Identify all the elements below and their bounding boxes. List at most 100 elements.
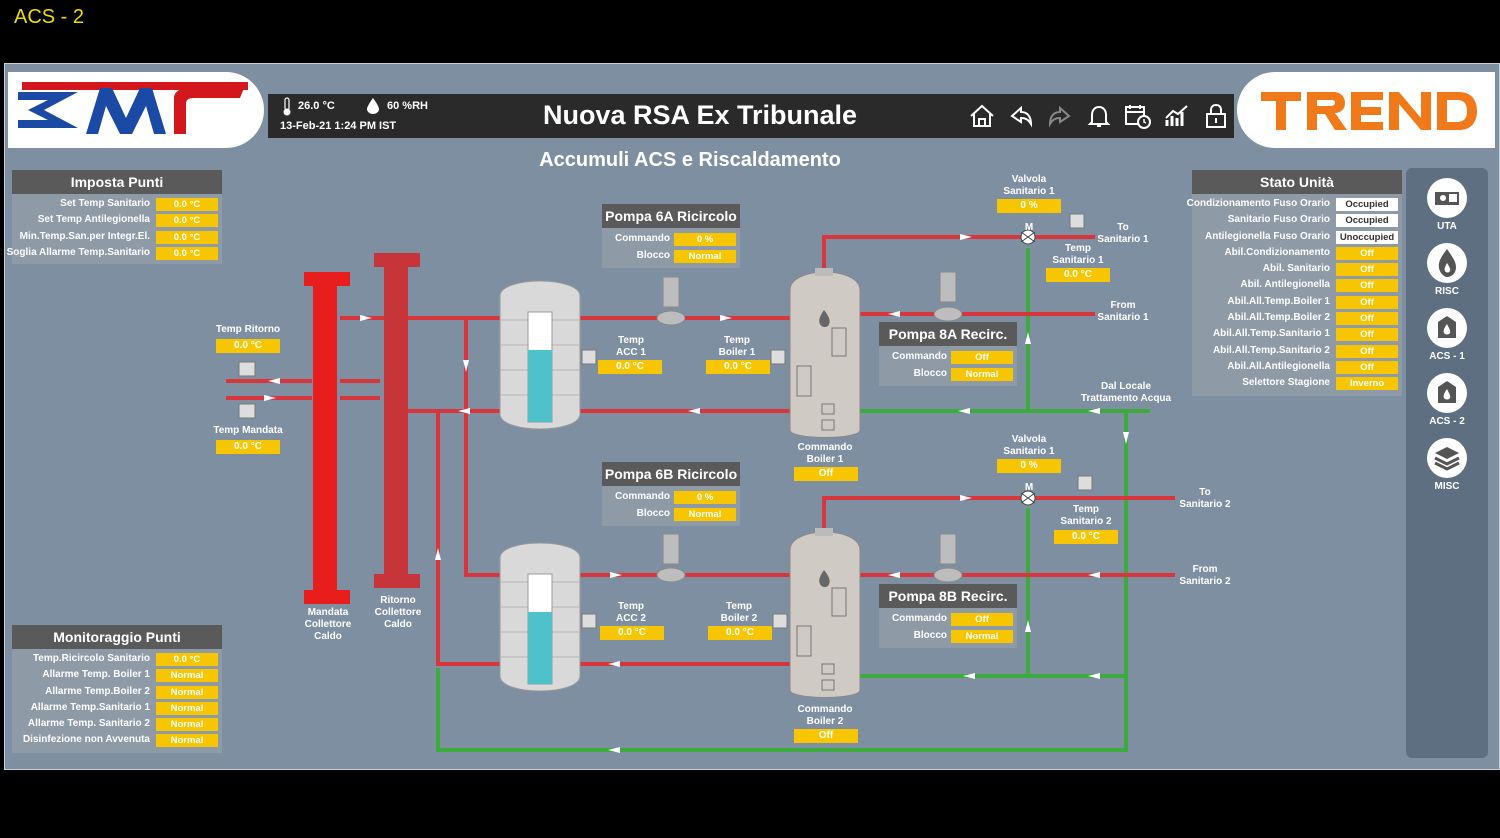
forward-icon[interactable]	[1046, 102, 1074, 130]
setpoint-value[interactable]: 0.0 °C	[156, 198, 218, 211]
temp-sanitario2-value[interactable]: 0.0 °C	[1054, 530, 1118, 544]
status-value[interactable]: Off	[1336, 360, 1398, 374]
sidebar-item-misc[interactable]: MISC	[1406, 438, 1488, 492]
status-value[interactable]: Off	[1336, 344, 1398, 358]
sidebar-item-acs-2[interactable]: ACS - 2	[1406, 373, 1488, 427]
thermometer-icon	[283, 97, 291, 116]
imposta-punti-title: Imposta Punti	[12, 170, 222, 194]
monitor-row: Allarme Temp. Boiler 1 Normal	[12, 668, 222, 684]
status-value[interactable]: Off	[1336, 328, 1398, 342]
sidebar-item-risc[interactable]: RISC	[1406, 243, 1488, 297]
to-sanitario1-label: To Sanitario 1	[1097, 222, 1149, 245]
status-value[interactable]: Unoccupied	[1336, 230, 1398, 244]
setpoint-label: Set Temp Antilegionella	[37, 214, 150, 226]
status-label: Abil. Antilegionella	[1240, 279, 1330, 291]
valve-1-motor-label: M	[1024, 222, 1034, 233]
commando-boiler2-value[interactable]: Off	[794, 729, 858, 743]
status-value[interactable]: Off	[1336, 263, 1398, 277]
lock-icon[interactable]	[1202, 102, 1230, 130]
temp-sanitario1-value[interactable]: 0.0 °C	[1046, 268, 1110, 282]
valvola-sanitario1-label: Valvola Sanitario 1	[1003, 174, 1055, 197]
monitor-value[interactable]: 0.0 °C	[156, 653, 218, 666]
pompa-8b-commando[interactable]: Off	[951, 613, 1013, 626]
monitor-label: Allarme Temp. Boiler 1	[42, 669, 150, 681]
setpoint-value[interactable]: 0.0 °C	[156, 230, 218, 244]
pompa-6b-commando[interactable]: 0 %	[674, 491, 736, 504]
status-value[interactable]: Inverno	[1336, 377, 1398, 391]
temp-boiler2-value[interactable]: 0.0 °C	[708, 626, 772, 640]
setpoint-row: Set Temp Antilegionella 0.0 °C	[12, 213, 222, 229]
air-handler-icon	[1435, 192, 1459, 205]
monitor-value[interactable]: Normal	[156, 669, 218, 683]
pump-commando-label: Commando	[892, 613, 947, 624]
status-label: Abil.All.Temp.Boiler 1	[1227, 295, 1330, 307]
ritorno-collettore-label: Ritorno Collettore Caldo	[374, 595, 422, 630]
setpoint-label: Soglia Allarme Temp.Sanitario	[6, 246, 150, 258]
calendar-clock-icon[interactable]	[1124, 102, 1152, 130]
valvola-sanitario2-value[interactable]: 0 %	[997, 459, 1061, 473]
monitor-value[interactable]: Normal	[156, 701, 218, 715]
boiler-flame-icon	[1438, 316, 1456, 338]
status-value[interactable]: Off	[1336, 246, 1398, 260]
storage-tank-2	[499, 542, 581, 692]
status-value[interactable]: Occupied	[1336, 214, 1398, 228]
temp-acc1-value[interactable]: 0.0 °C	[598, 360, 662, 374]
pump-commando-label: Commando	[615, 233, 670, 244]
temp-acc2-label: Temp ACC 2	[615, 601, 646, 624]
setpoint-row: Min.Temp.San.per Integr.El.0.0 °C	[12, 230, 222, 246]
status-value[interactable]: Off	[1336, 295, 1398, 309]
monitoraggio-punti-panel: Monitoraggio Punti Temp.Ricircolo Sanita…	[12, 625, 222, 753]
trend-chart-icon[interactable]	[1163, 102, 1191, 130]
monitor-label: Allarme Temp. Sanitario 2	[27, 718, 150, 730]
pompa-8b-blocco[interactable]: Normal	[951, 630, 1013, 643]
monitor-value[interactable]: Normal	[156, 685, 218, 699]
temp-boiler1-value[interactable]: 0.0 °C	[706, 360, 770, 374]
pompa-6a-blocco[interactable]: Normal	[674, 250, 736, 263]
pump-blocco-label: Blocco	[636, 508, 670, 519]
sidebar-item-acs-1[interactable]: ACS - 1	[1406, 308, 1488, 362]
valvola-sanitario1-value[interactable]: 0 %	[997, 199, 1061, 213]
status-label: Abil.Condizionamento	[1224, 246, 1330, 258]
monitor-value[interactable]: Normal	[156, 718, 218, 732]
temp-sanitario1-label: Temp Sanitario 1	[1052, 243, 1104, 266]
status-label: Abil.All.Temp.Boiler 2	[1227, 312, 1330, 324]
temp-ritorno-value[interactable]: 0.0 °C	[216, 339, 280, 353]
status-value[interactable]: Occupied	[1336, 198, 1398, 211]
back-icon[interactable]	[1007, 102, 1035, 130]
layers-icon	[1434, 447, 1460, 471]
pompa-8b-title: Pompa 8B Recirc.	[879, 584, 1017, 608]
bell-icon[interactable]	[1085, 102, 1113, 130]
status-label: Condizionamento Fuso Orario	[1186, 198, 1330, 209]
setpoint-value[interactable]: 0.0 °C	[156, 214, 218, 228]
temp-sanitario2-label: Temp Sanitario 2	[1060, 504, 1112, 527]
pompa-6a-commando[interactable]: 0 %	[674, 233, 736, 246]
pompa-8a-blocco[interactable]: Normal	[951, 368, 1013, 381]
sidebar-item-uta[interactable]: UTA	[1406, 178, 1488, 232]
home-icon[interactable]	[968, 102, 996, 130]
monitoraggio-punti-title: Monitoraggio Punti	[12, 625, 222, 649]
status-label: Abil.All.Antilegionella	[1227, 360, 1330, 372]
pompa-8a-title: Pompa 8A Recirc.	[879, 322, 1017, 346]
sidebar-label: UTA	[1437, 221, 1457, 232]
flame-icon	[1438, 249, 1456, 277]
valve-2-motor-label: M	[1024, 482, 1034, 493]
monitor-value[interactable]: Normal	[156, 734, 218, 748]
commando-boiler1-value[interactable]: Off	[794, 467, 858, 481]
temp-boiler1-label: Temp Boiler 1	[718, 335, 756, 358]
temp-acc2-value[interactable]: 0.0 °C	[600, 626, 664, 640]
status-row: Abil. Antilegionella Off	[1192, 278, 1402, 294]
status-value[interactable]: Off	[1336, 312, 1398, 326]
status-value[interactable]: Off	[1336, 279, 1398, 293]
humidity-icon	[367, 98, 379, 114]
setpoint-value[interactable]: 0.0 °C	[156, 246, 218, 260]
temp-mandata-value[interactable]: 0.0 °C	[216, 440, 280, 454]
page-title: Nuova RSA Ex Tribunale	[542, 100, 858, 130]
status-label: Abil. Sanitario	[1262, 263, 1330, 275]
pompa-6b-blocco[interactable]: Normal	[674, 508, 736, 521]
window-title: ACS - 2	[14, 6, 85, 28]
pompa-8a-commando[interactable]: Off	[951, 351, 1013, 364]
temp-boiler2-label: Temp Boiler 2	[720, 601, 758, 624]
